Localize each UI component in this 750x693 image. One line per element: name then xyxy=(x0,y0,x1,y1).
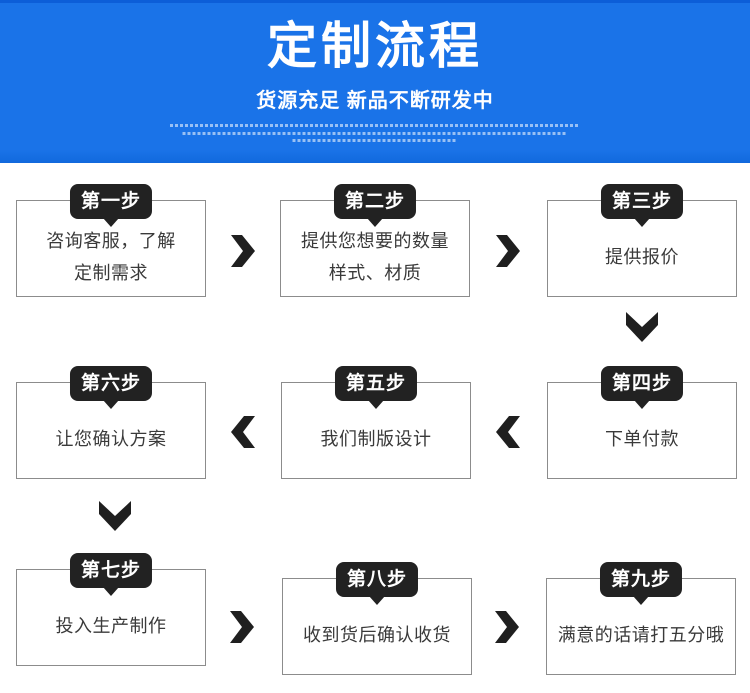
flow-arrow-left-icon xyxy=(231,416,255,448)
decorative-microtext-line xyxy=(170,124,580,127)
step-card-5: 第五步 我们制版设计 xyxy=(281,366,471,479)
step-7-box: 投入生产制作 xyxy=(16,569,206,666)
step-4-text: 下单付款 xyxy=(605,428,679,449)
flow-arrow-down-icon xyxy=(626,312,658,342)
decorative-microtext-line xyxy=(292,139,458,142)
step-card-6: 第六步 让您确认方案 xyxy=(16,366,206,479)
step-card-1: 第一步 咨询客服，了解 定制需求 xyxy=(16,184,206,297)
decorative-microtext-line xyxy=(182,132,568,135)
step-8-badge: 第八步 xyxy=(335,562,419,597)
step-card-3: 第三步 提供报价 xyxy=(547,184,737,297)
step-9-badge: 第九步 xyxy=(599,562,683,597)
step-1-text: 定制需求 xyxy=(74,262,148,283)
flow-arrow-right-icon xyxy=(496,235,520,267)
step-3-text: 提供报价 xyxy=(605,246,679,267)
step-7-text: 投入生产制作 xyxy=(55,615,167,636)
step-1-badge: 第一步 xyxy=(69,184,153,219)
flow-arrow-right-icon xyxy=(230,611,254,643)
step-2-text: 提供您想要的数量 xyxy=(301,230,449,251)
step-6-badge: 第六步 xyxy=(69,366,153,401)
step-4-badge: 第四步 xyxy=(600,366,684,401)
page-subtitle: 货源充足 新品不断研发中 xyxy=(256,90,494,112)
step-2-badge: 第二步 xyxy=(333,184,417,219)
step-card-8: 第八步 收到货后确认收货 xyxy=(282,562,472,675)
flow-arrow-right-icon xyxy=(231,235,255,267)
step-2-text: 样式、材质 xyxy=(328,262,422,283)
flow-arrow-left-icon xyxy=(496,416,520,448)
step-5-badge: 第五步 xyxy=(334,366,418,401)
step-3-badge: 第三步 xyxy=(600,184,684,219)
step-card-7: 第七步 投入生产制作 xyxy=(16,553,206,666)
step-9-text: 满意的话请打五分哦 xyxy=(557,624,725,645)
flow-arrow-down-icon xyxy=(99,501,131,531)
step-8-text: 收到货后确认收货 xyxy=(303,624,451,645)
flow-arrow-right-icon xyxy=(495,611,519,643)
step-7-badge: 第七步 xyxy=(69,553,153,588)
step-1-text: 咨询客服，了解 xyxy=(46,230,176,251)
step-6-text: 让您确认方案 xyxy=(55,428,167,449)
step-5-text: 我们制版设计 xyxy=(320,428,432,449)
page-title: 定制流程 xyxy=(267,18,483,74)
hero-banner: 定制流程 货源充足 新品不断研发中 xyxy=(0,0,750,163)
step-card-9: 第九步 满意的话请打五分哦 xyxy=(546,562,736,675)
step-card-4: 第四步 下单付款 xyxy=(547,366,737,479)
step-card-2: 第二步 提供您想要的数量 样式、材质 xyxy=(280,184,470,297)
